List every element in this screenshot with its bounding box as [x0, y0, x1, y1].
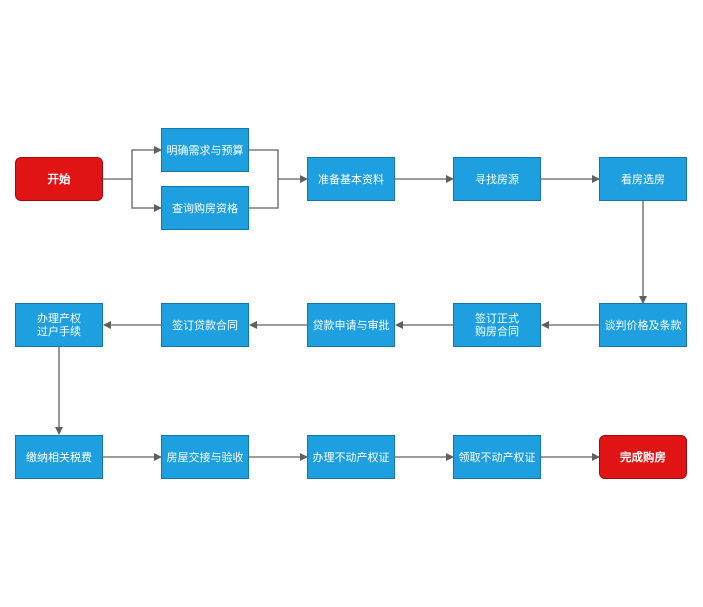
- node-apply-cert: 办理不动产权证: [307, 435, 395, 479]
- node-receive-cert: 领取不动产权证: [453, 435, 541, 479]
- node-sign-contract: 签订正式 购房合同: [453, 303, 541, 347]
- edge-start-to-eligibility: [131, 179, 162, 212]
- edge-eligibility-to-prepare: [249, 179, 279, 209]
- node-sign-loan: 签订贷款合同: [161, 303, 249, 347]
- node-loan-approval: 贷款申请与审批: [307, 303, 395, 347]
- node-find-listings: 寻找房源: [453, 157, 541, 201]
- node-view-houses: 看房选房: [599, 157, 687, 201]
- node-check-eligibility: 查询购房资格: [161, 186, 249, 230]
- node-clarify-needs: 明确需求与预算: [161, 128, 249, 172]
- node-handover: 房屋交接与验收: [161, 435, 249, 479]
- node-transfer: 办理产权 过户手续: [15, 303, 103, 347]
- edge-start-to-clarify: [103, 146, 162, 180]
- node-done: 完成购房: [599, 435, 687, 479]
- node-start: 开始: [15, 157, 103, 201]
- node-pay-taxes: 缴纳相关税费: [15, 435, 103, 479]
- node-prepare-docs: 准备基本资料: [307, 157, 395, 201]
- node-negotiate: 谈判价格及条款: [599, 303, 687, 347]
- edge-clarify-to-prepare: [249, 149, 308, 183]
